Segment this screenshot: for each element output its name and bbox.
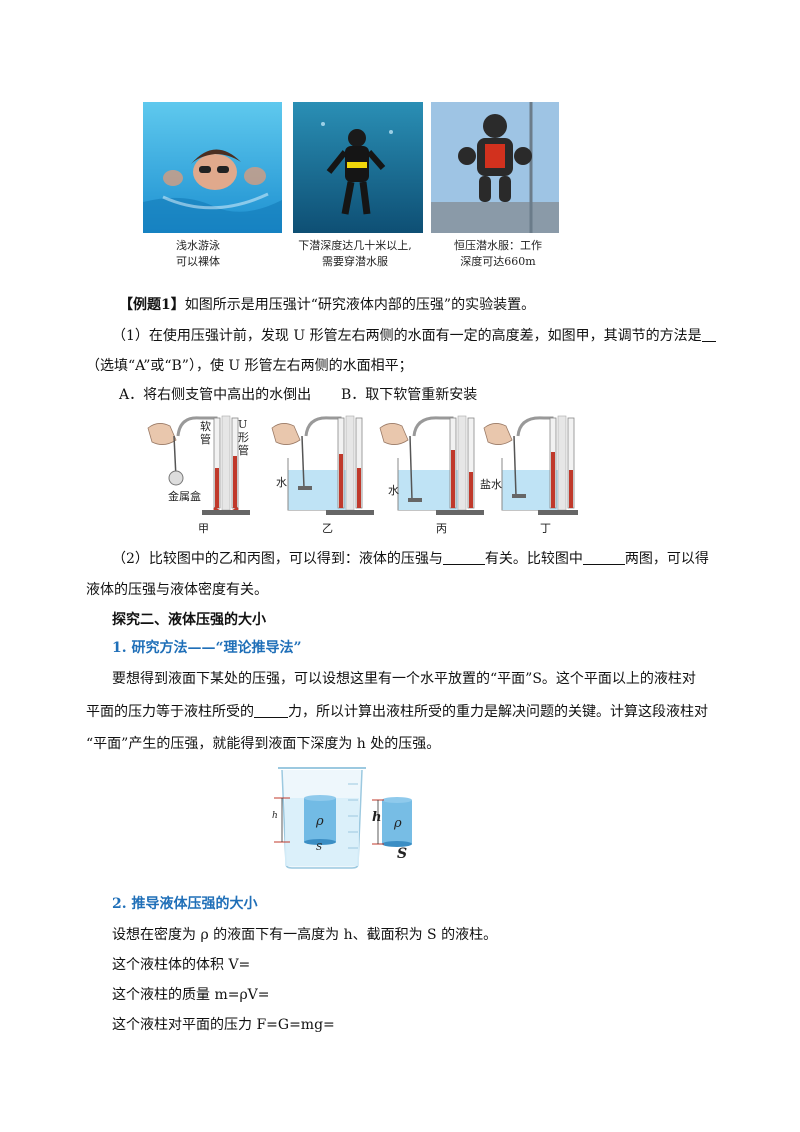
example-1-intro: 【例题1】如图所示是用压强计“研究液体内部的压强”的实验装置。 [119, 297, 536, 313]
option-b: B．取下软管重新安装 [341, 387, 478, 403]
column-s-label: S [397, 846, 408, 862]
label-metal-box: 金属盒 [168, 490, 201, 503]
example-1-question-2: （2）比较图中的乙和丙图，可以得到：液体的压强与有关。比较图中两图，可以得 [112, 551, 709, 567]
photo-caption-1: 浅水游泳 可以裸体 [176, 239, 220, 268]
example-1-question-1: （1）在使用压强计前，发现 U 形管左右两侧的水面有一定的高度差，如图甲，其调节… [112, 326, 716, 346]
column-rho-label: ρ [394, 816, 402, 831]
photo-swimmer [143, 102, 282, 233]
photo-hardsuit-diver [431, 102, 559, 233]
figure-name-jia: 甲 [198, 522, 209, 535]
label-water-1: 水 [276, 476, 287, 489]
subheading-derivation: 2. 推导液体压强的大小 [112, 896, 258, 912]
formula-mass: 这个液柱的质量 m=ρV= [112, 987, 270, 1003]
pressure-gauge-figure [140, 410, 580, 525]
paragraph-line-3: “平面”产生的压强，就能得到液面下深度为 h 处的压强。 [86, 736, 441, 752]
formula-force: 这个液柱对平面的压力 F=G=mg= [112, 1017, 335, 1033]
label-hose: 软管 [200, 420, 211, 446]
label-u-tube: U形管 [238, 418, 249, 457]
figure-name-yi: 乙 [322, 522, 333, 535]
label-brine: 盐水 [480, 478, 502, 491]
formula-volume: 这个液柱体的体积 V= [112, 957, 251, 973]
example-1-question-1-cont: （选填“A”或“B”），使 U 形管左右两侧的水面相平； [86, 358, 413, 374]
apparatus-jia [147, 415, 250, 515]
beaker-h-label: h [272, 811, 278, 821]
paragraph-line-1: 要想得到液面下某处的压强，可以设想这里有一个水平放置的“平面”S。这个平面以上的… [112, 671, 696, 687]
apparatus-yi [271, 415, 374, 515]
apparatus-ding [483, 415, 578, 515]
subheading-method: 1. 研究方法——“理论推导法” [112, 640, 302, 656]
beaker-rho-label: ρ [316, 814, 324, 829]
photo-caption-3: 恒压潜水服：工作 深度可达660m [454, 239, 542, 268]
column-h-label: h [372, 810, 382, 825]
option-a: A．将右侧支管中高出的水倒出 [119, 387, 312, 403]
example-1-question-2-cont: 液体的压强与液体密度有关。 [86, 582, 268, 598]
figure-name-ding: 丁 [540, 522, 551, 535]
beaker-figure [268, 764, 424, 870]
photo-caption-2: 下潜深度达几十米以上, 需要穿潜水服 [298, 239, 412, 268]
figure-name-bing: 丙 [436, 522, 447, 535]
derivation-intro: 设想在密度为 ρ 的液面下有一高度为 h、截面积为 S 的液柱。 [112, 927, 498, 943]
section-heading: 探究二、液体压强的大小 [112, 612, 266, 628]
label-water-2: 水 [388, 484, 399, 497]
paragraph-line-2: 平面的压力等于液柱所受的力，所以计算出液柱所受的重力是解决问题的关键。计算这段液… [86, 704, 708, 720]
beaker-s-label: S [316, 843, 323, 853]
apparatus-bing [379, 415, 484, 515]
photo-scuba-diver [293, 102, 423, 233]
